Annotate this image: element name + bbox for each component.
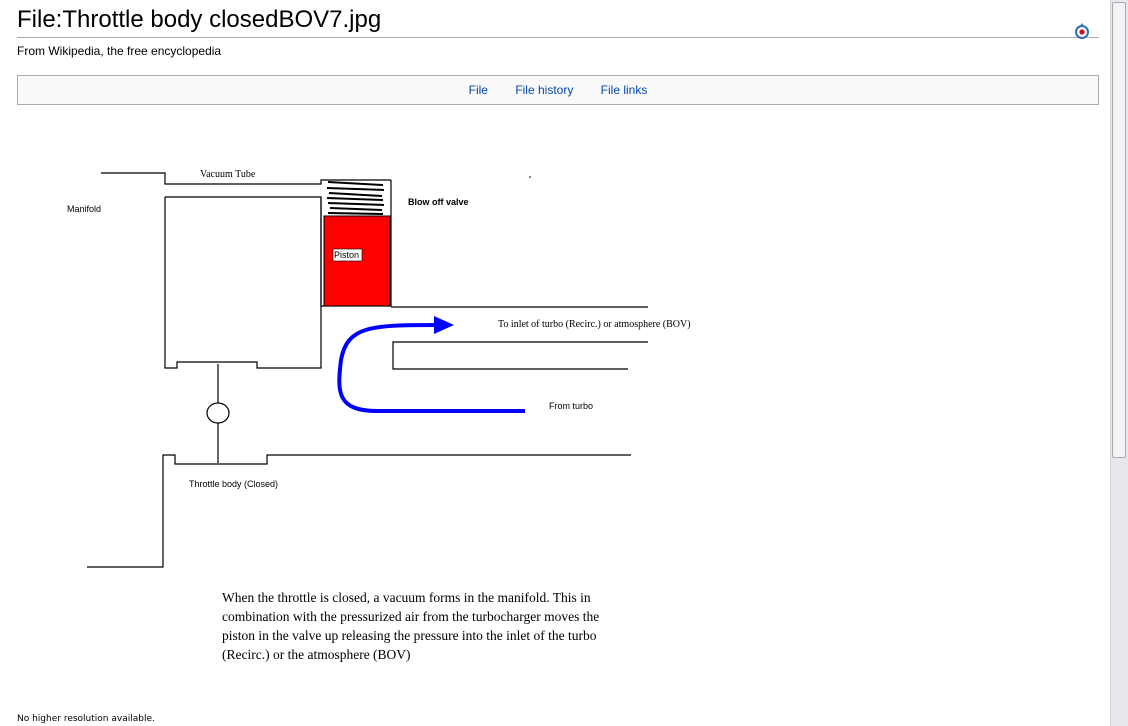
flow-arrow (337, 323, 525, 413)
label-vacuum-tube: Vacuum Tube (200, 169, 256, 180)
valve-spring (326, 181, 385, 215)
commons-logo-icon[interactable] (1073, 22, 1091, 40)
title-divider (17, 37, 1099, 38)
page-subtitle: From Wikipedia, the free encyclopedia (17, 44, 222, 58)
caption-line: combination with the pressurized air fro… (222, 609, 599, 624)
label-blow-off-valve: Blow off valve (408, 197, 469, 207)
label-from-turbo: From turbo (549, 401, 593, 411)
outlet-pipe-bottom (392, 341, 648, 370)
label-manifold: Manifold (67, 204, 101, 214)
file-tabs: File File history File links (17, 75, 1099, 105)
throttle-plate (206, 402, 230, 424)
throttle-body-pipe (87, 454, 631, 568)
resolution-note: No higher resolution available. (17, 714, 155, 724)
label-throttle-body: Throttle body (Closed) (189, 479, 278, 489)
caption-line: (Recirc.) or the atmosphere (BOV) (222, 647, 411, 662)
bov-diagram: Vacuum Tube Manifold Blow off valve Pist… (67, 169, 691, 662)
manifold-box (164, 196, 322, 369)
file-image[interactable]: Vacuum Tube Manifold Blow off valve Pist… (17, 110, 750, 710)
label-to-inlet: To inlet of turbo (Recirc.) or atmospher… (498, 319, 691, 330)
piston-label-box (332, 248, 363, 262)
flow-arrowhead (434, 316, 454, 334)
caption-line: piston in the valve up releasing the pre… (222, 628, 597, 643)
caption-line: When the throttle is closed, a vacuum fo… (222, 590, 591, 605)
scrollbar-thumb[interactable] (1112, 2, 1126, 458)
vacuum-tube-outline (101, 172, 391, 185)
page-title: File:Throttle body closedBOV7.jpg (17, 6, 382, 33)
tab-file-history[interactable]: File history (515, 83, 574, 97)
tab-file[interactable]: File (468, 83, 488, 97)
tab-file-links[interactable]: File links (600, 83, 648, 97)
label-piston: Piston (334, 250, 359, 260)
